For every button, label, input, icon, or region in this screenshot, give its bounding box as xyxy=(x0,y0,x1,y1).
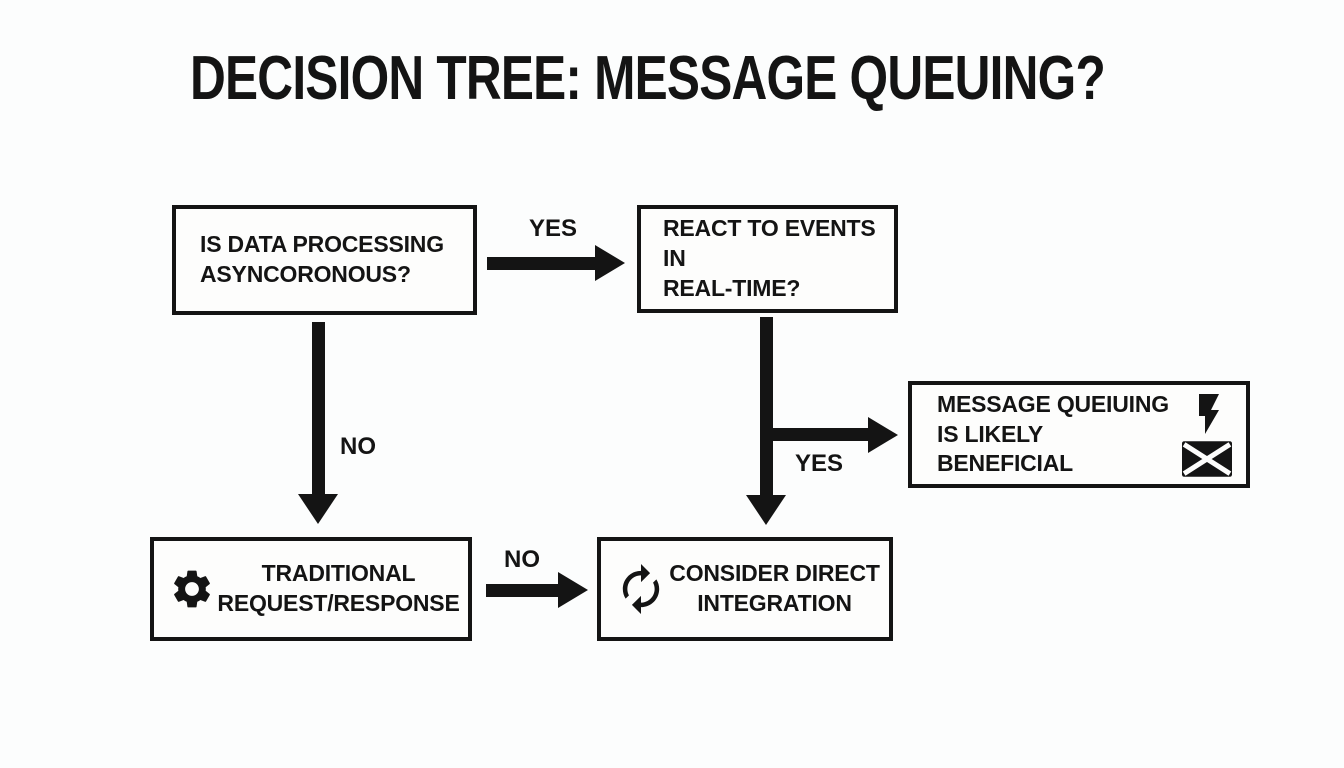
edge-label-no: NO xyxy=(340,433,376,460)
node-label: REACT TO EVENTS IN REAL-TIME? xyxy=(663,215,876,301)
arrow-traditional-no xyxy=(486,584,558,597)
sync-arrows-icon xyxy=(616,564,666,614)
arrowhead-right-icon xyxy=(595,245,625,281)
arrowhead-down-icon xyxy=(746,495,786,525)
edge-label-no: NO xyxy=(504,546,540,573)
arrow-realtime-down xyxy=(760,317,773,495)
node-label: TRADITIONAL REQUEST/RESPONSE xyxy=(217,560,460,616)
node-question-realtime: REACT TO EVENTS IN REAL-TIME? xyxy=(637,205,898,313)
envelope-icon xyxy=(1182,441,1232,477)
node-label: IS DATA PROCESSING ASYNCORONOUS? xyxy=(200,231,444,287)
arrow-async-no xyxy=(312,322,325,494)
node-result-message-queuing: MESSAGE QUEIUING IS LIKELY BENEFICIAL xyxy=(908,381,1250,488)
node-label: MESSAGE QUEIUING IS LIKELY BENEFICIAL xyxy=(937,390,1169,477)
result-icons xyxy=(1182,392,1246,477)
arrowhead-down-icon xyxy=(298,494,338,524)
lightning-bolt-icon xyxy=(1190,392,1224,436)
node-question-async: IS DATA PROCESSING ASYNCORONOUS? xyxy=(172,205,477,315)
arrowhead-right-icon xyxy=(868,417,898,453)
page-title: DECISION TREE: MESSAGE QUEUING? xyxy=(190,44,1106,113)
arrow-realtime-yes xyxy=(760,428,868,441)
edge-label-yes: YES xyxy=(795,450,844,477)
edge-label-yes: YES xyxy=(529,215,578,242)
arrowhead-right-icon xyxy=(558,572,588,608)
node-label: CONSIDER DIRECT INTEGRATION xyxy=(669,560,880,616)
node-consider-direct-integration: CONSIDER DIRECT INTEGRATION xyxy=(597,537,893,641)
arrow-async-yes xyxy=(487,257,595,270)
gear-icon xyxy=(169,566,215,612)
node-traditional-request-response: TRADITIONAL REQUEST/RESPONSE xyxy=(150,537,472,641)
